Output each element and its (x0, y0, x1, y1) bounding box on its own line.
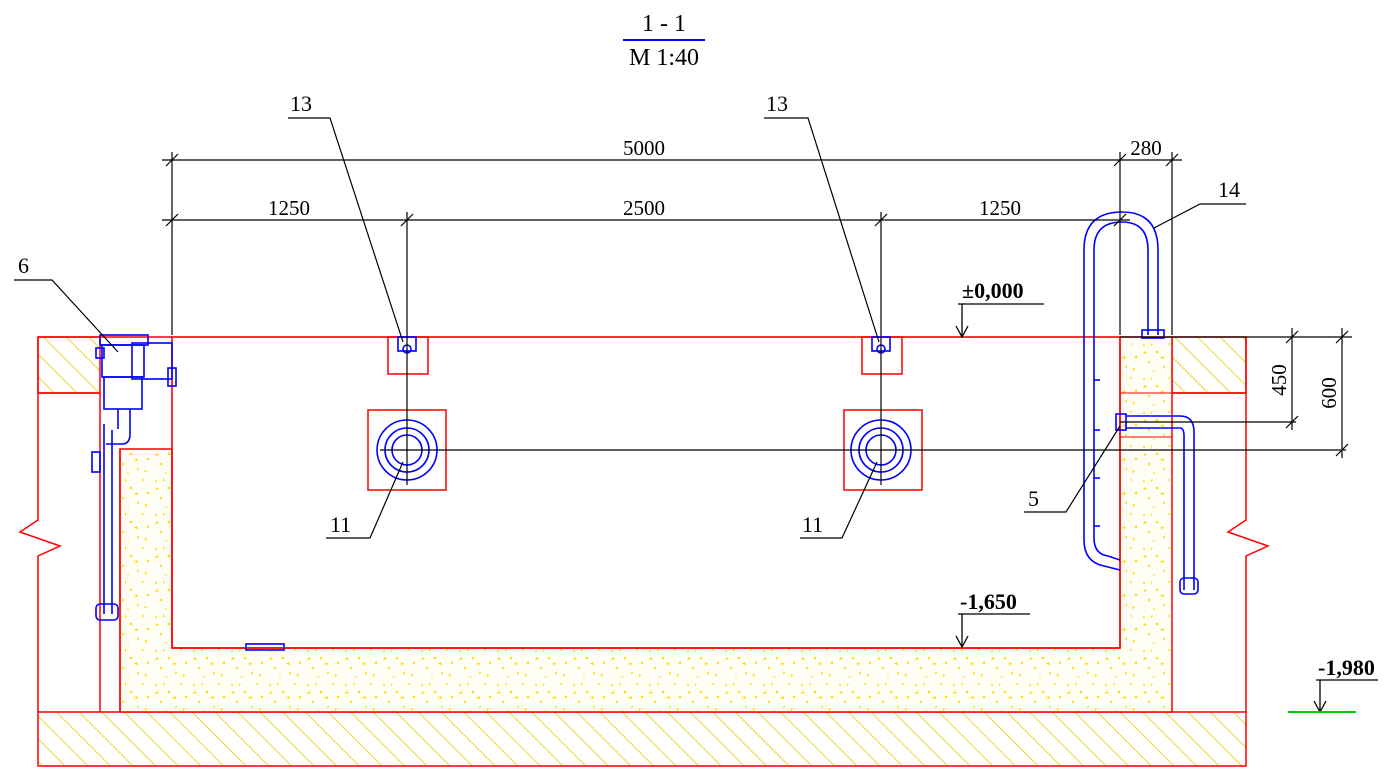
callout-11-left: 11 (330, 512, 351, 537)
right-break-line (1226, 337, 1271, 712)
dim-depth-a: 450 (1267, 364, 1291, 396)
level-top: ±0,000 (962, 278, 1024, 303)
dimension-lines (162, 152, 1352, 485)
right-wall-cap (1171, 336, 1247, 394)
left-break-line (18, 337, 63, 712)
dim-right: 1250 (979, 196, 1021, 220)
pool-ladder (1083, 211, 1199, 595)
callout-14: 14 (1218, 177, 1240, 202)
dim-depth-b: 600 (1317, 377, 1341, 409)
left-wall-cap (37, 336, 101, 394)
callout-leaders (14, 117, 1246, 539)
dim-left: 1250 (268, 196, 310, 220)
pool-basin (171, 336, 1121, 649)
callout-5: 5 (1028, 486, 1039, 511)
scale-label: М 1:40 (629, 45, 699, 71)
callout-13-left: 13 (290, 91, 312, 116)
section-label: 1 - 1 (642, 11, 686, 37)
base-slab (37, 711, 1247, 767)
sand-backfill (119, 336, 1173, 713)
dim-middle: 2500 (623, 196, 665, 220)
dim-total: 5000 (623, 136, 665, 160)
level-ground: -1,980 (1318, 655, 1375, 680)
callout-6: 6 (18, 253, 29, 278)
wall-fittings (245, 336, 912, 651)
pool-structure (18, 336, 1271, 767)
level-bottom: -1,650 (960, 589, 1017, 614)
dim-top-right: 280 (1130, 136, 1162, 160)
callout-13-right: 13 (766, 91, 788, 116)
callout-11-right: 11 (802, 512, 823, 537)
skimmer-equipment (91, 334, 177, 621)
